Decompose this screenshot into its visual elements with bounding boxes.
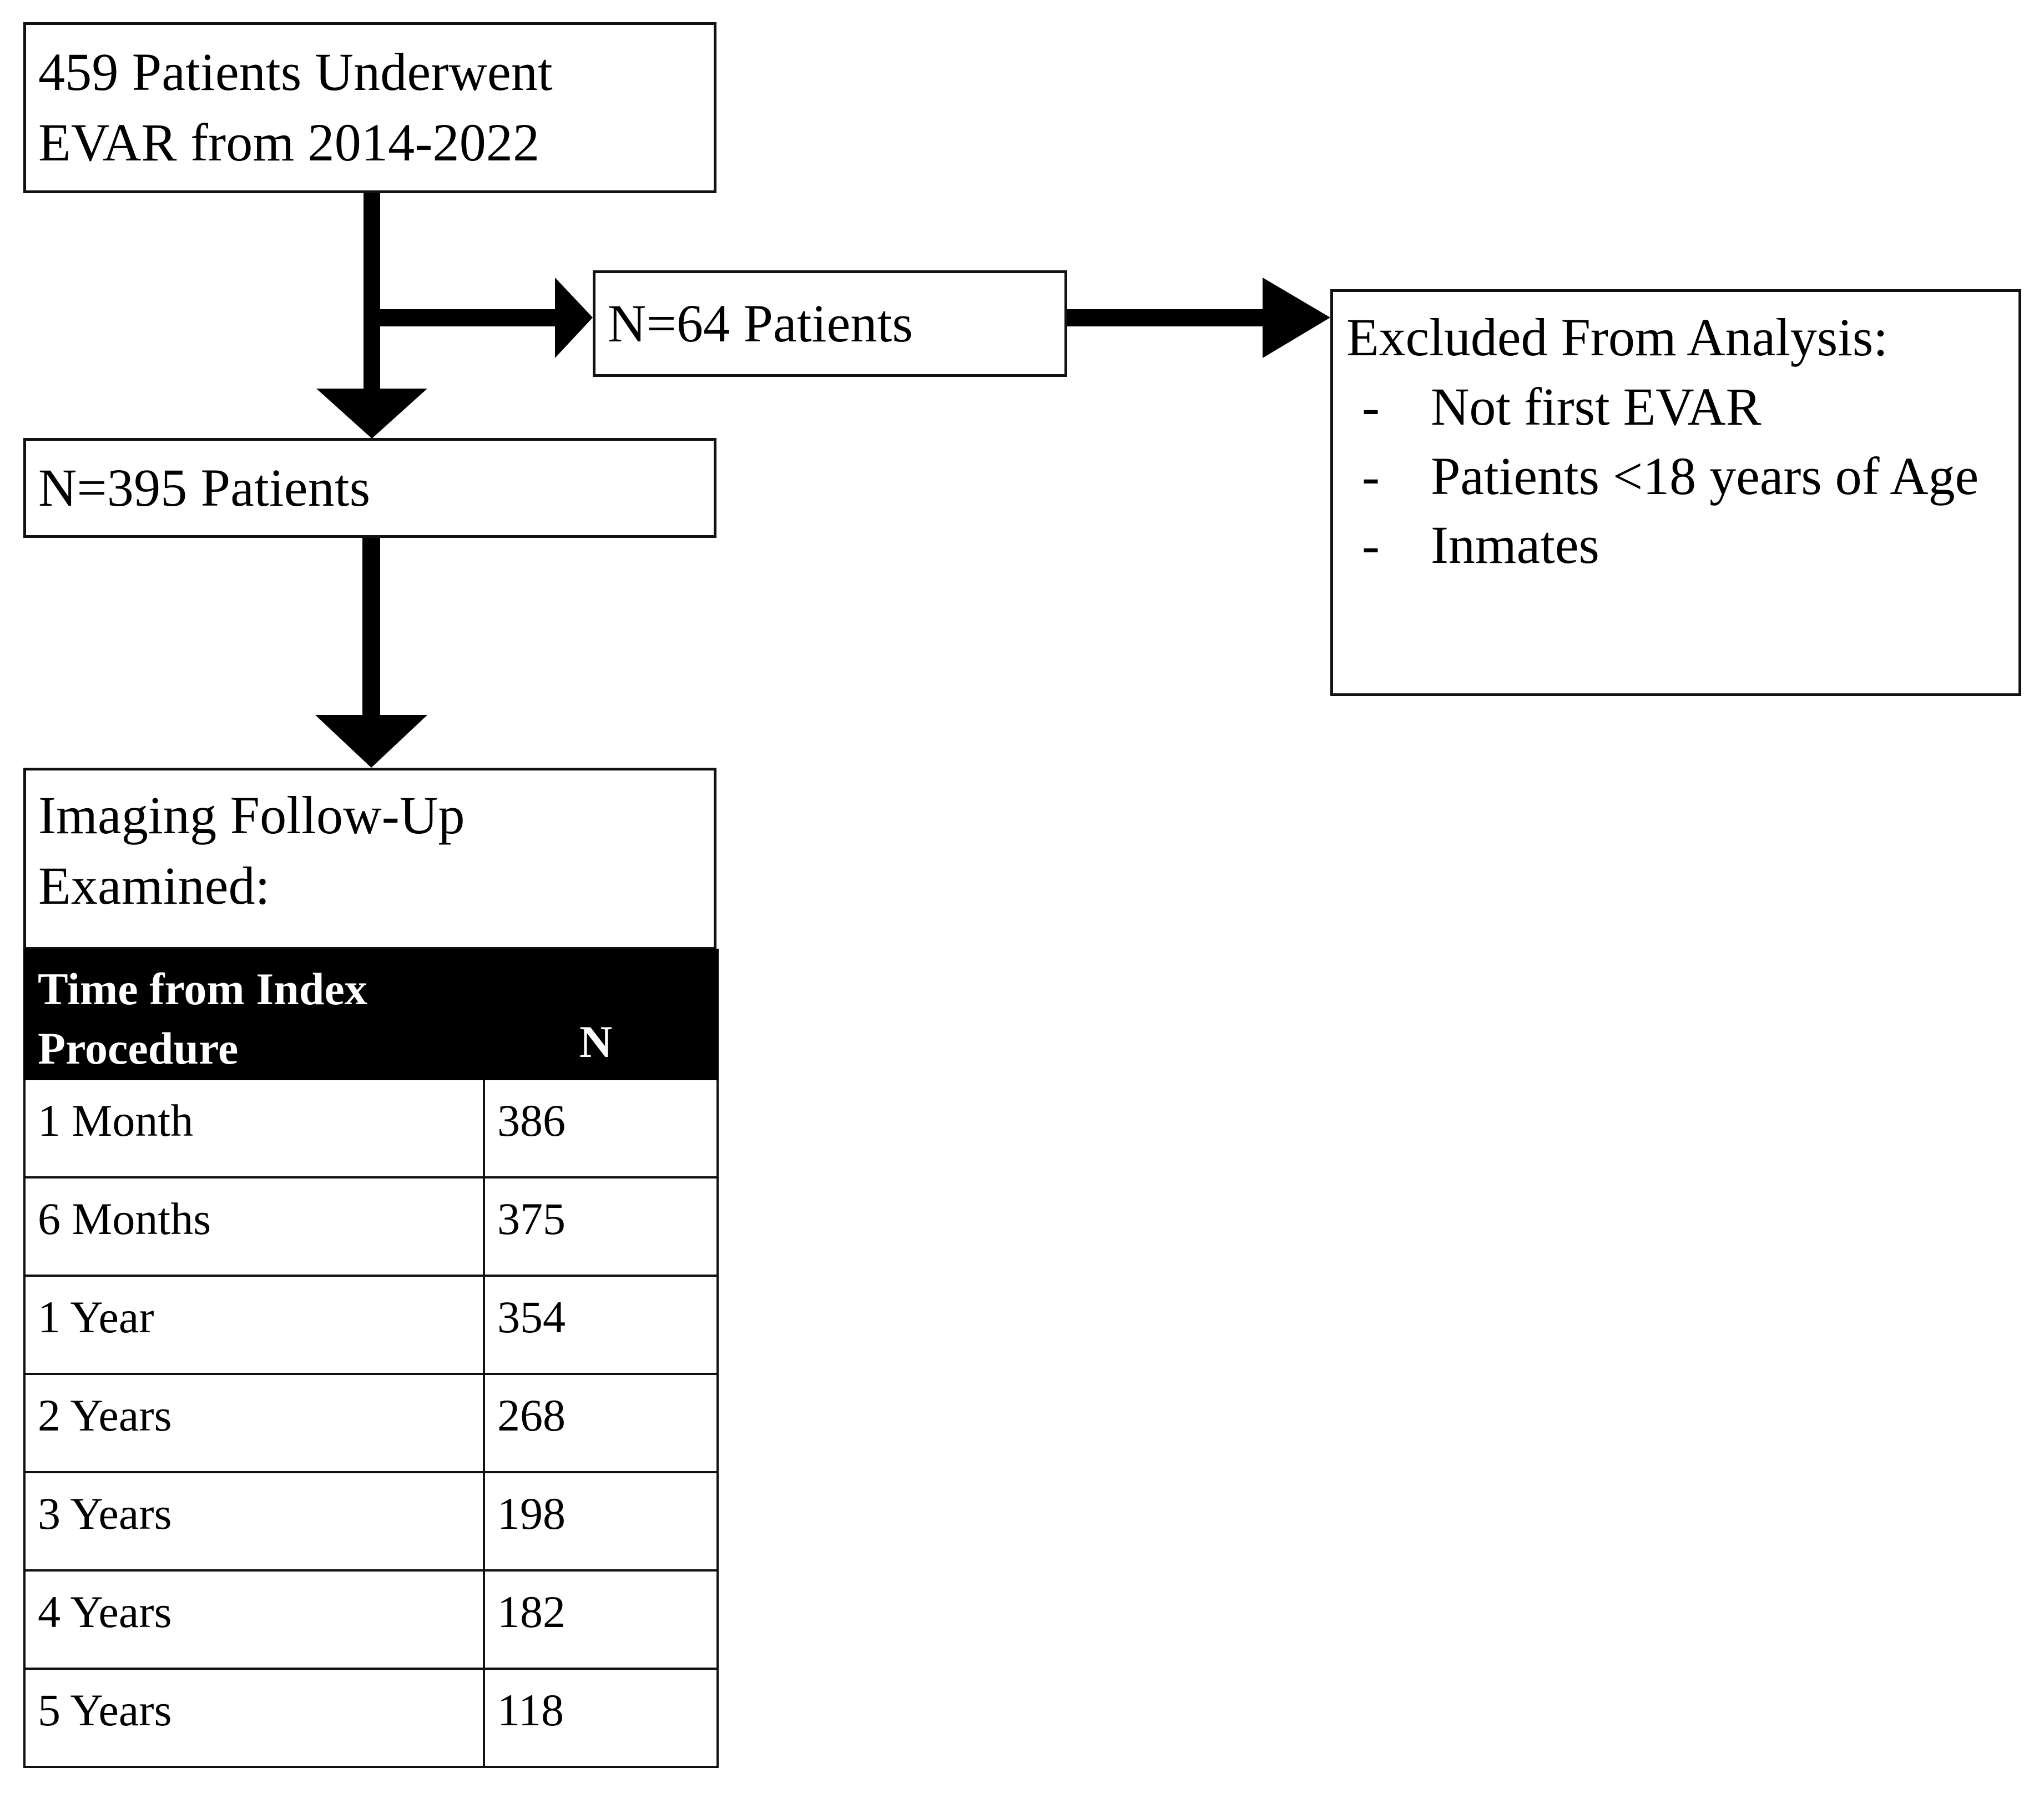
table-header-n: N [483,948,719,1081]
exclusion-list-item: - Inmates [1346,511,2018,580]
table-cell-time: 3 Years [23,1471,485,1572]
table-cell-n: 182 [483,1569,719,1670]
exclusion-item-label: Inmates [1431,515,1599,575]
start-box-label: 459 Patients Underwent EVAR from 2014-20… [38,42,553,172]
table-cell-time: 1 Year [23,1275,485,1376]
table-cell-n: 354 [483,1275,719,1376]
excluded-count-box: N=64 Patients [593,270,1067,377]
included-patients-label: N=395 Patients [38,457,371,517]
table-cell-n: 118 [483,1668,719,1769]
arrow-included-to-imaging [315,538,427,768]
exclusion-list-item: - Patients <18 years of Age [1346,442,2018,511]
imaging-followup-box: Imaging Follow-Up Examined: [23,768,716,950]
table-row: 1 Year 354 [23,1275,719,1376]
table-cell-time: 1 Month [23,1078,485,1179]
start-box: 459 Patients Underwent EVAR from 2014-20… [23,22,716,193]
table-header-time: Time from Index Procedure [23,948,485,1081]
exclusion-item-label: Patients <18 years of Age [1431,446,1979,506]
followup-table: Time from Index Procedure N 1 Month 386 … [23,948,719,1769]
table-row: 3 Years 198 [23,1471,719,1572]
table-cell-time: 4 Years [23,1569,485,1670]
table-cell-time: 2 Years [23,1373,485,1474]
dash-bullet-icon: - [1362,376,1380,436]
included-patients-box: N=395 Patients [23,438,716,538]
table-row: 2 Years 268 [23,1373,719,1474]
exclusion-criteria-box: Excluded From Analysis: - Not first EVAR… [1330,289,2021,696]
exclusion-title: Excluded From Analysis: [1346,308,1888,367]
exclusion-list: - Not first EVAR - Patients <18 years of… [1346,372,2018,580]
table-header-row: Time from Index Procedure N [23,948,719,1081]
table-row: 6 Months 375 [23,1176,719,1277]
arrow-start-to-excluded-count [372,278,593,358]
arrow-excluded-count-to-exclusion [1067,278,1330,358]
table-cell-n: 268 [483,1373,719,1474]
table-cell-time: 5 Years [23,1668,485,1769]
excluded-count-label: N=64 Patients [608,293,914,353]
table-cell-n: 375 [483,1176,719,1277]
exclusion-list-item: - Not first EVAR [1346,372,2018,442]
table-row: 5 Years 118 [23,1668,719,1769]
exclusion-item-label: Not first EVAR [1431,376,1762,436]
table-cell-n: 386 [483,1078,719,1179]
table-row: 4 Years 182 [23,1569,719,1670]
arrow-start-to-included [316,193,427,439]
dash-bullet-icon: - [1362,515,1380,575]
table-cell-time: 6 Months [23,1176,485,1277]
dash-bullet-icon: - [1362,446,1380,506]
table-cell-n: 198 [483,1471,719,1572]
table-row: 1 Month 386 [23,1078,719,1179]
imaging-followup-label: Imaging Follow-Up Examined: [38,785,465,915]
